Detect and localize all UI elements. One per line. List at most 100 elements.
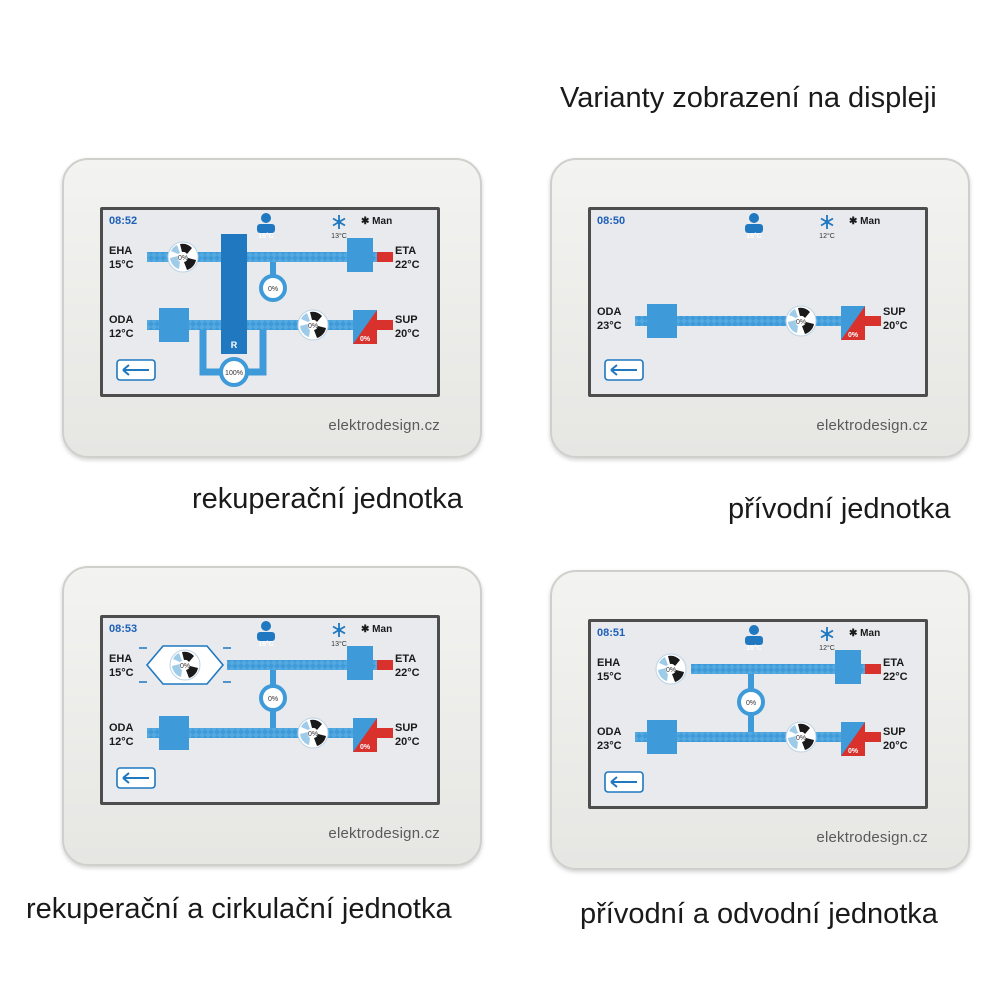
caption-recovery-circulation: rekuperační a cirkulační jednotka — [26, 893, 452, 925]
sup-arrow — [865, 732, 881, 742]
eha-temp: 15°C — [597, 671, 622, 683]
oda-label: ODA — [597, 306, 622, 318]
frost-temp: 12°C — [819, 232, 835, 240]
clock-time: 08:52 — [109, 215, 137, 227]
heater-value: 0% — [848, 332, 859, 339]
exhaust-duct — [227, 660, 377, 670]
supply-fan-value: 0% — [796, 319, 806, 326]
heater-icon[interactable] — [841, 306, 865, 340]
brand-label: elektrodesign.cz — [328, 417, 440, 434]
exhaust-filter — [347, 238, 373, 272]
heater-icon[interactable] — [353, 718, 377, 752]
hmi-screen[interactable]: 08:53 16°C 13°C ✱ Man EHA 15°C ETA 22°C … — [100, 615, 440, 805]
eha-temp: 15°C — [109, 667, 134, 679]
sup-temp: 20°C — [883, 740, 908, 752]
sup-arrow — [865, 316, 881, 326]
supply-fan-value: 0% — [308, 731, 318, 738]
eta-arrow — [865, 664, 881, 674]
mode-label[interactable]: ✱ Man — [849, 216, 880, 227]
room-temp: 16°C — [258, 232, 274, 240]
device-panel-supply-exhaust: 08:51 16°C 12°C ✱ Man EHA 15°C ETA 22°C … — [550, 570, 970, 870]
oda-label: ODA — [109, 314, 134, 326]
device-panel-supply: 08:50 16°C 12°C ✱ Man ODA 23°C SUP 20°C … — [550, 158, 970, 458]
sup-temp: 20°C — [883, 320, 908, 332]
sup-label: SUP — [883, 726, 906, 738]
clock-time: 08:51 — [597, 627, 625, 639]
eta-label: ETA — [883, 657, 904, 669]
exhaust-fan-value: 0% — [178, 255, 188, 262]
recovery-label: R — [231, 340, 238, 350]
supply-fan-value: 0% — [796, 735, 806, 742]
back-button[interactable] — [604, 359, 644, 381]
supply-filter — [159, 308, 189, 342]
frost-temp: 13°C — [331, 232, 347, 240]
supply-duct — [635, 732, 865, 742]
eta-temp: 22°C — [395, 667, 420, 679]
sup-label: SUP — [395, 314, 418, 326]
back-button[interactable] — [116, 359, 156, 381]
device-panel-recovery: 08:52 16°C 13°C ✱ Man EHA 15°C ETA 22°C … — [62, 158, 482, 458]
supply-duct — [635, 316, 865, 326]
oda-temp: 12°C — [109, 736, 134, 748]
exhaust-filter — [347, 646, 373, 680]
caption-supply: přívodní jednotka — [728, 493, 951, 525]
supply-filter — [647, 720, 677, 754]
eta-label: ETA — [395, 245, 416, 257]
bypass-damper[interactable] — [259, 274, 287, 302]
eha-temp: 15°C — [109, 259, 134, 271]
bypass-damper[interactable] — [259, 684, 287, 712]
brand-label: elektrodesign.cz — [816, 417, 928, 434]
heater-value: 0% — [848, 748, 859, 755]
exhaust-fan-value: 0% — [180, 663, 190, 670]
mode-label[interactable]: ✱ Man — [361, 624, 392, 635]
exhaust-fan-value: 0% — [666, 667, 676, 674]
exhaust-duct — [691, 664, 865, 674]
recovery-pump[interactable] — [219, 357, 249, 387]
back-button[interactable] — [604, 771, 644, 793]
mode-label[interactable]: ✱ Man — [849, 628, 880, 639]
bypass-damper[interactable] — [737, 688, 765, 716]
clock-time: 08:50 — [597, 215, 625, 227]
sup-temp: 20°C — [395, 328, 420, 340]
brand-label: elektrodesign.cz — [816, 829, 928, 846]
eta-label: ETA — [395, 653, 416, 665]
eha-label: EHA — [597, 657, 620, 669]
arrow-left-icon — [122, 772, 149, 784]
heater-icon[interactable] — [353, 310, 377, 344]
heater-icon[interactable] — [841, 722, 865, 756]
eta-temp: 22°C — [395, 259, 420, 271]
sup-temp: 20°C — [395, 736, 420, 748]
arrow-left-icon — [610, 776, 637, 788]
hmi-screen[interactable]: 08:51 16°C 12°C ✱ Man EHA 15°C ETA 22°C … — [588, 619, 928, 809]
oda-temp: 12°C — [109, 328, 134, 340]
room-temp: 16°C — [746, 232, 762, 240]
supply-fan-value: 0% — [308, 323, 318, 330]
device-panel-recovery-circulation: 08:53 16°C 13°C ✱ Man EHA 15°C ETA 22°C … — [62, 566, 482, 866]
oda-temp: 23°C — [597, 740, 622, 752]
mode-label[interactable]: ✱ Man — [361, 216, 392, 227]
bypass-value: 0% — [268, 696, 278, 703]
eta-arrow — [377, 252, 393, 262]
sup-label: SUP — [395, 722, 418, 734]
eta-temp: 22°C — [883, 671, 908, 683]
hmi-screen[interactable]: 08:50 16°C 12°C ✱ Man ODA 23°C SUP 20°C … — [588, 207, 928, 397]
heater-value: 0% — [360, 744, 371, 751]
caption-recovery: rekuperační jednotka — [192, 483, 463, 515]
supply-filter — [647, 304, 677, 338]
page-title: Varianty zobrazení na displeji — [560, 82, 937, 114]
oda-temp: 23°C — [597, 320, 622, 332]
exhaust-filter — [835, 650, 861, 684]
hmi-screen[interactable]: 08:52 16°C 13°C ✱ Man EHA 15°C ETA 22°C … — [100, 207, 440, 397]
sup-label: SUP — [883, 306, 906, 318]
frost-temp: 13°C — [331, 640, 347, 648]
clock-time: 08:53 — [109, 623, 137, 635]
oda-label: ODA — [109, 722, 134, 734]
heater-value: 0% — [360, 336, 371, 343]
back-button[interactable] — [116, 767, 156, 789]
recovery-exchanger[interactable] — [221, 234, 247, 354]
eta-arrow — [377, 660, 393, 670]
recovery-pump-value: 100% — [225, 370, 243, 377]
caption-supply-exhaust: přívodní a odvodní jednotka — [580, 898, 938, 930]
arrow-left-icon — [610, 364, 637, 376]
supply-filter — [159, 716, 189, 750]
